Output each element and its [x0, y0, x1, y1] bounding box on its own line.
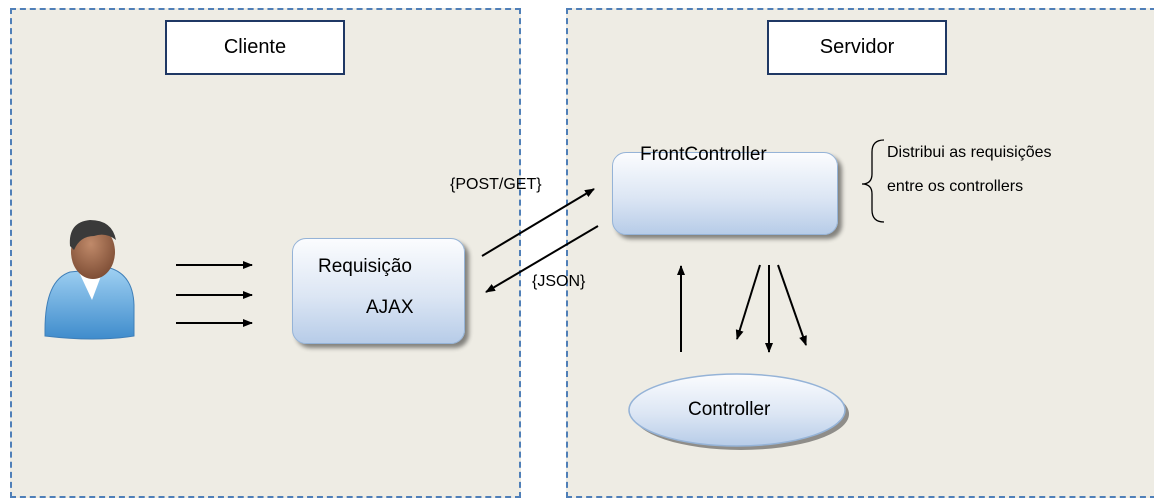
- controller-node[interactable]: [628, 373, 846, 447]
- client-title: Cliente: [165, 20, 345, 75]
- request-arrow: [481, 188, 595, 257]
- request-edge-label: {POST/GET}: [450, 176, 542, 193]
- ajax-label-line2: AJAX: [366, 297, 414, 318]
- response-edge-label: {JSON}: [532, 273, 586, 290]
- ajax-label-line1: Requisição: [318, 256, 412, 277]
- front-controller-box[interactable]: [612, 152, 838, 235]
- note-text-line2: entre os controllers: [887, 178, 1024, 195]
- front-to-controller-arrow-3: [777, 264, 807, 346]
- user-icon: [44, 220, 135, 340]
- controller-label: Controller: [688, 399, 771, 420]
- ajax-request-box[interactable]: [292, 238, 465, 344]
- front-controller-label: FrontController: [640, 144, 767, 165]
- note-text-line1: Distribui as requisições: [887, 144, 1052, 161]
- response-arrow: [485, 225, 599, 293]
- note-brace: [861, 139, 885, 223]
- server-title: Servidor: [767, 20, 947, 75]
- front-to-controller-arrow-1: [735, 264, 761, 340]
